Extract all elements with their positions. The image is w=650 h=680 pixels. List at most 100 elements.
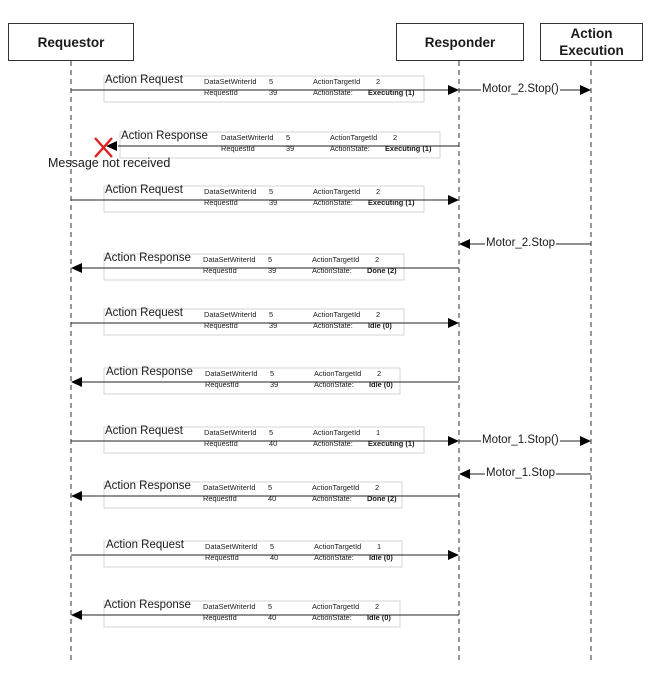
field-request-id-label: RequestId: [203, 613, 237, 622]
arrow-head: [106, 141, 117, 151]
field-action-state-label: ActionState:: [313, 321, 353, 330]
actor-responder: Responder: [396, 23, 524, 61]
message-box: [103, 540, 403, 568]
field-target-id-label: ActionTargetId: [313, 428, 361, 437]
message-box: [103, 426, 425, 454]
message-label: Action Response: [104, 599, 191, 611]
field-target-id-value: 2: [375, 255, 380, 264]
field-target-id-label: ActionTargetId: [312, 483, 360, 492]
field-target-id-value: 2: [376, 310, 381, 319]
field-target-id-label: ActionTargetId: [313, 187, 361, 196]
field-target-id-value: 2: [375, 602, 380, 611]
field-writer-id-value: 5: [269, 428, 274, 437]
field-action-state-value: Executing (1): [385, 144, 432, 153]
message-label: Action Request: [106, 539, 184, 551]
field-action-state-value: Executing (1): [368, 198, 415, 207]
message-not-received-note: Message not received: [48, 156, 171, 170]
field-request-id-label: RequestId: [204, 439, 238, 448]
actor-action-execution: Action Execution: [540, 23, 643, 61]
field-target-id-label: ActionTargetId: [313, 310, 361, 319]
field-action-state-value: Idle (0): [369, 380, 393, 389]
arrow-head: [448, 550, 459, 560]
field-request-id-label: RequestId: [205, 380, 239, 389]
field-action-state-value: Done (2): [367, 494, 397, 503]
message-label: Action Request: [105, 307, 183, 319]
field-target-id-label: ActionTargetId: [314, 369, 362, 378]
field-action-state-label: ActionState:: [313, 88, 353, 97]
field-request-id-value: 39: [269, 321, 278, 330]
arrow-head: [580, 85, 591, 95]
message-label: Action Response: [104, 252, 191, 264]
field-action-state-value: Executing (1): [368, 439, 415, 448]
message-box: [103, 308, 405, 336]
message-label: Action Response: [104, 480, 191, 492]
field-action-state-value: Idle (0): [368, 321, 392, 330]
message-label: Action Request: [105, 425, 183, 437]
field-writer-id-label: DataSetWriterId: [204, 428, 257, 437]
field-request-id-value: 39: [269, 198, 278, 207]
field-action-state-label: ActionState:: [314, 553, 354, 562]
arrow-head: [448, 85, 459, 95]
message-label: Action Response: [121, 130, 208, 142]
field-request-id-value: 39: [270, 380, 279, 389]
field-target-id-value: 2: [393, 133, 398, 142]
field-target-id-value: 2: [376, 187, 381, 196]
field-request-id-label: RequestId: [205, 553, 239, 562]
execution-call-label: Motor_1.Stop(): [481, 434, 560, 447]
field-writer-id-label: DataSetWriterId: [221, 133, 274, 142]
field-target-id-label: ActionTargetId: [312, 602, 360, 611]
message-box: [103, 367, 401, 395]
arrow-head: [71, 377, 82, 387]
field-request-id-value: 39: [268, 266, 277, 275]
field-request-id-value: 39: [269, 88, 278, 97]
message-box: [103, 481, 403, 509]
field-request-id-label: RequestId: [204, 198, 238, 207]
field-action-state-label: ActionState:: [313, 439, 353, 448]
arrow-head: [459, 469, 470, 479]
message-box: [103, 75, 425, 103]
field-request-id-label: RequestId: [204, 321, 238, 330]
field-action-state-label: ActionState:: [313, 198, 353, 207]
field-target-id-label: ActionTargetId: [314, 542, 362, 551]
field-action-state-label: ActionState:: [312, 266, 352, 275]
field-request-id-value: 39: [286, 144, 295, 153]
field-writer-id-value: 5: [286, 133, 291, 142]
lost-message-x-icon: [94, 137, 113, 158]
field-request-id-label: RequestId: [204, 88, 238, 97]
field-request-id-label: RequestId: [221, 144, 255, 153]
execution-call-label: Motor_2.Stop: [485, 237, 557, 250]
field-target-id-value: 2: [376, 77, 381, 86]
message-label: Action Request: [105, 184, 183, 196]
field-writer-id-value: 5: [269, 310, 274, 319]
arrow-head: [459, 239, 470, 249]
field-writer-id-label: DataSetWriterId: [203, 255, 256, 264]
field-action-state-label: ActionState:: [312, 494, 352, 503]
field-writer-id-label: DataSetWriterId: [205, 542, 258, 551]
field-request-id-value: 40: [268, 494, 277, 503]
message-box: [103, 253, 405, 281]
field-writer-id-label: DataSetWriterId: [203, 602, 256, 611]
field-request-id-value: 40: [268, 613, 277, 622]
field-writer-id-value: 5: [268, 483, 273, 492]
message-box: [119, 131, 441, 159]
arrow-head: [580, 436, 591, 446]
field-target-id-label: ActionTargetId: [312, 255, 360, 264]
field-target-id-value: 1: [376, 428, 381, 437]
field-writer-id-label: DataSetWriterId: [205, 369, 258, 378]
field-writer-id-value: 5: [268, 602, 273, 611]
field-action-state-value: Executing (1): [368, 88, 415, 97]
field-action-state-label: ActionState:: [330, 144, 370, 153]
message-box: [103, 600, 401, 628]
arrow-head: [448, 436, 459, 446]
arrow-head: [448, 318, 459, 328]
actor-requestor: Requestor: [8, 23, 134, 61]
field-writer-id-value: 5: [269, 77, 274, 86]
field-writer-id-label: DataSetWriterId: [203, 483, 256, 492]
field-target-id-value: 2: [377, 369, 382, 378]
field-writer-id-value: 5: [270, 542, 275, 551]
field-action-state-value: Done (2): [367, 266, 397, 275]
field-request-id-label: RequestId: [203, 494, 237, 503]
arrow-head: [71, 491, 82, 501]
arrow-head: [448, 195, 459, 205]
